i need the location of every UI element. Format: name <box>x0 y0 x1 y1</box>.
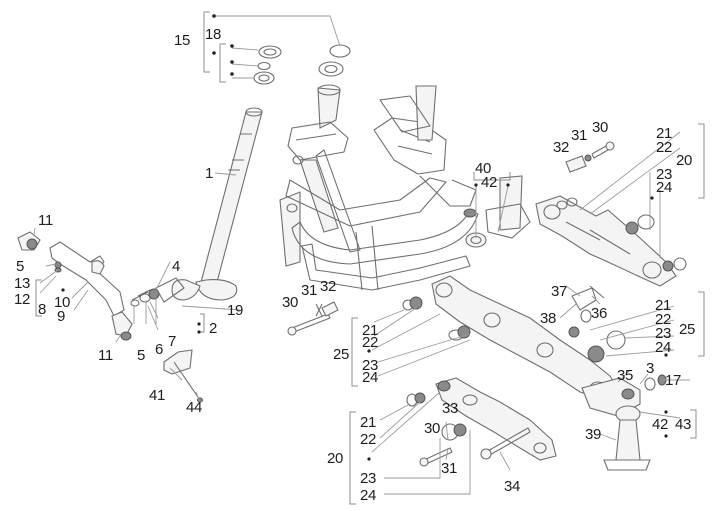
part-label-34: 34 <box>504 478 521 495</box>
part-label-42-top: 42 <box>481 174 498 191</box>
lower-swingarm <box>406 377 557 467</box>
part-label-42-bottom: 42 <box>652 416 669 433</box>
part-label-21-d: 21 <box>360 414 377 431</box>
steering-column <box>171 107 263 301</box>
part-label-35: 35 <box>617 367 634 384</box>
part-label-21-b: 21 <box>656 125 673 142</box>
part-label-24-d: 24 <box>360 487 377 504</box>
part-label-23-c: 23 <box>655 325 672 342</box>
part-label-18: 18 <box>205 26 222 43</box>
part-label-36: 36 <box>591 305 608 322</box>
part-label-21-c: 21 <box>655 297 672 314</box>
part-label-20-bottom: 20 <box>327 450 344 467</box>
part-label-24-a: 24 <box>362 369 379 386</box>
part-label-22-c: 22 <box>655 311 672 328</box>
part-label-30-right: 30 <box>592 119 609 136</box>
leader-lines <box>33 15 690 495</box>
part-label-22-b: 22 <box>656 139 673 156</box>
part-label-8: 8 <box>38 301 47 318</box>
part-label-41: 41 <box>149 387 166 404</box>
middle-swingarm <box>402 275 626 401</box>
part-label-19: 19 <box>227 302 244 319</box>
part-label-43: 43 <box>675 416 692 433</box>
stand-bracket-assembly <box>17 231 203 403</box>
part-label-22-a: 22 <box>362 334 379 351</box>
part-label-9: 9 <box>57 308 66 325</box>
upper-swingarm <box>535 195 687 287</box>
grouping-brackets <box>35 11 705 505</box>
part-label-31-right: 31 <box>571 127 588 144</box>
part-label-4: 4 <box>172 258 181 275</box>
part-label-39: 39 <box>585 426 602 443</box>
part-label-10: 10 <box>54 294 71 311</box>
part-label-20-top: 20 <box>676 152 693 169</box>
part-label-30-bottom: 30 <box>424 420 441 437</box>
part-label-25-right: 25 <box>679 321 696 338</box>
bolt-set-left <box>287 301 339 336</box>
part-label-40: 40 <box>475 160 492 177</box>
part-label-31-left: 31 <box>301 282 318 299</box>
part-label-15: 15 <box>174 32 191 49</box>
part-label-13: 13 <box>14 275 31 292</box>
part-label-37: 37 <box>551 283 568 300</box>
part-label-33: 33 <box>442 400 459 417</box>
part-label-11-bottom: 11 <box>98 347 113 364</box>
main-frame <box>279 84 531 291</box>
part-label-22-d: 22 <box>360 431 377 448</box>
part-label-25-left: 25 <box>333 346 350 363</box>
part-label-7: 7 <box>168 333 177 350</box>
part-label-5-mid: 5 <box>137 347 146 364</box>
reference-dots <box>61 14 668 461</box>
part-label-1: 1 <box>205 165 214 182</box>
part-label-6: 6 <box>155 341 164 358</box>
part-label-5-left: 5 <box>16 258 25 275</box>
part-label-2: 2 <box>209 320 218 337</box>
bolt-set-right <box>565 141 615 173</box>
part-label-32-left: 32 <box>320 278 337 295</box>
part-label-11-top: 11 <box>38 212 53 229</box>
part-label-30-left: 30 <box>282 294 299 311</box>
part-label-24-b: 24 <box>656 179 673 196</box>
part-label-31-bottom: 31 <box>441 460 458 477</box>
part-label-24-c: 24 <box>655 339 672 356</box>
part-label-12: 12 <box>14 291 31 308</box>
part-label-17: 17 <box>665 372 682 389</box>
part-label-3: 3 <box>646 360 655 377</box>
part-label-21-a: 21 <box>362 322 379 339</box>
steering-bearing-rings-left <box>253 45 282 85</box>
part-label-38: 38 <box>540 310 557 327</box>
part-label-32-right: 32 <box>553 139 570 156</box>
steering-bearing-rings-right <box>318 44 351 77</box>
part-label-23-a: 23 <box>362 357 379 374</box>
part-label-44: 44 <box>186 399 203 416</box>
part-label-23-d: 23 <box>360 470 377 487</box>
part-label-23-b: 23 <box>656 166 673 183</box>
